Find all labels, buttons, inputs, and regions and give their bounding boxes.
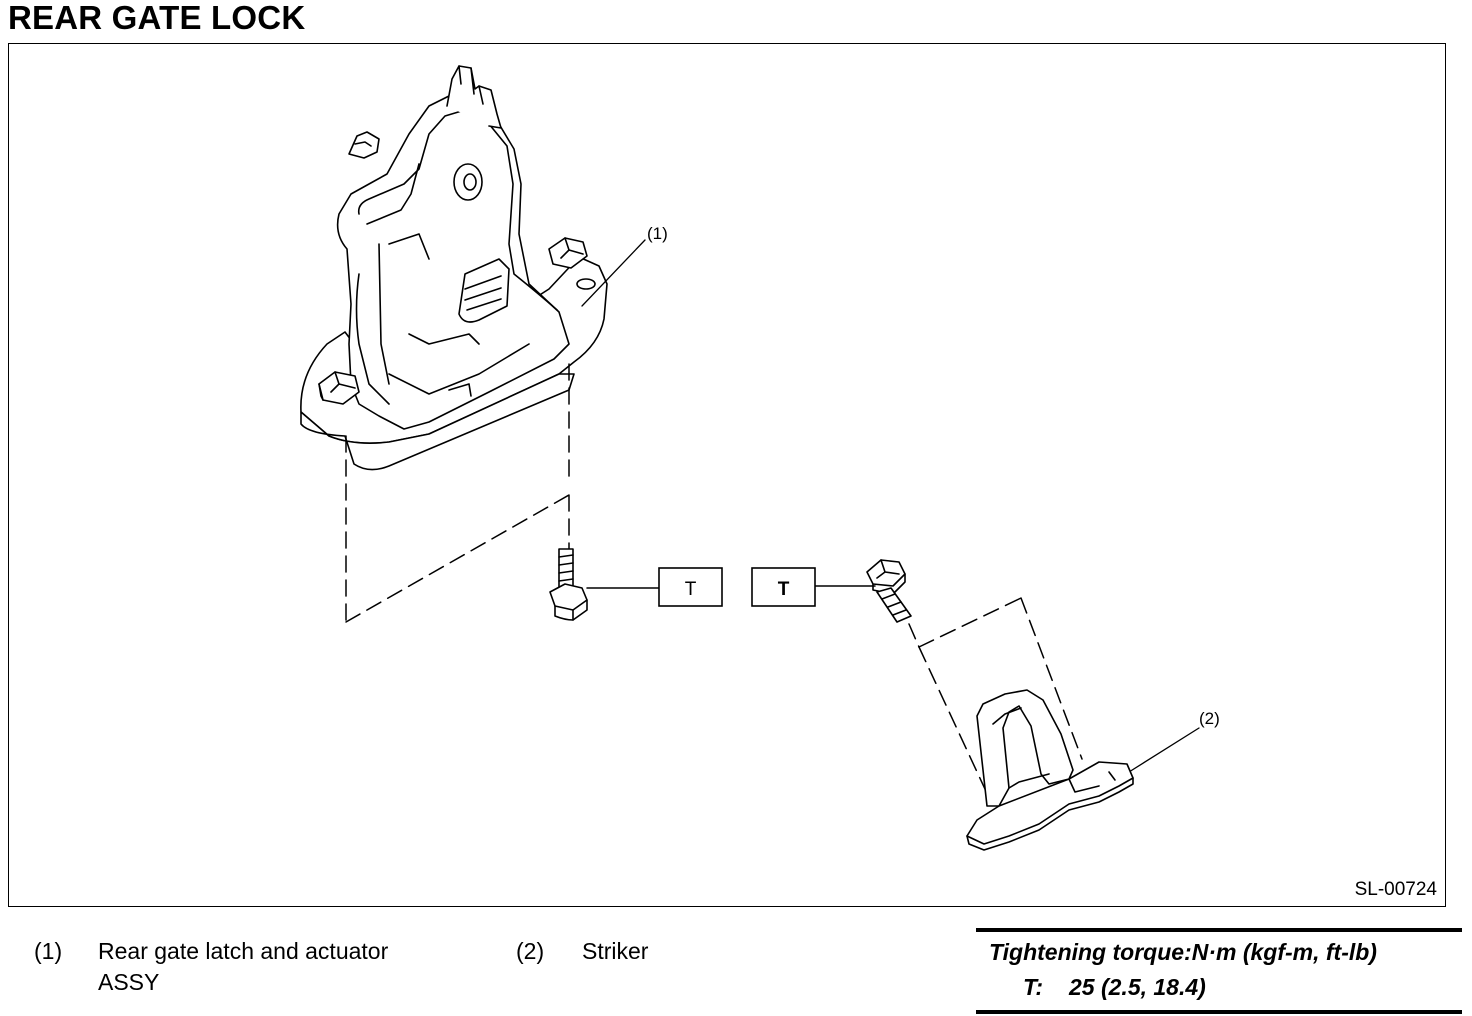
- legend-number: (2): [516, 938, 545, 964]
- callout-1: (1): [647, 224, 668, 243]
- torque-tag-t-bold: T: [778, 579, 790, 600]
- figure-id: SL-00724: [1354, 879, 1437, 900]
- torque-tag-t: T: [685, 579, 697, 600]
- striker-bolt: [866, 559, 912, 623]
- torque-label: T:: [1023, 974, 1044, 1000]
- exploded-view-figure: T T (1) (2) SL-00724: [8, 43, 1446, 907]
- torque-heading: Tightening torque:N·m (kgf-m, ft-lb): [989, 939, 1377, 965]
- striker: [966, 689, 1134, 851]
- page-title: REAR GATE LOCK: [8, 0, 306, 36]
- callout-2: (2): [1199, 709, 1220, 728]
- legend-text: Rear gate latch and actuator: [98, 938, 389, 964]
- tightening-torque-box: Tightening torque:N·m (kgf-m, ft-lb) T: 2…: [976, 928, 1462, 1014]
- legend-text: Striker: [582, 938, 649, 964]
- legend-item-2: (2) Striker: [516, 936, 716, 968]
- legend-text-line2: ASSY: [98, 969, 160, 995]
- figure-drawing: T T (1) (2): [300, 65, 1220, 851]
- latch-bolt: [549, 548, 588, 621]
- torque-spec: T: 25 (2.5, 18.4): [1023, 974, 1206, 1001]
- latch-actuator-assy: [300, 65, 608, 471]
- legend-number: (1): [34, 938, 63, 964]
- legend-item-1: (1) Rear gate latch and actuator ASSY: [34, 936, 454, 1000]
- torque-value: 25 (2.5, 18.4): [1069, 974, 1206, 1000]
